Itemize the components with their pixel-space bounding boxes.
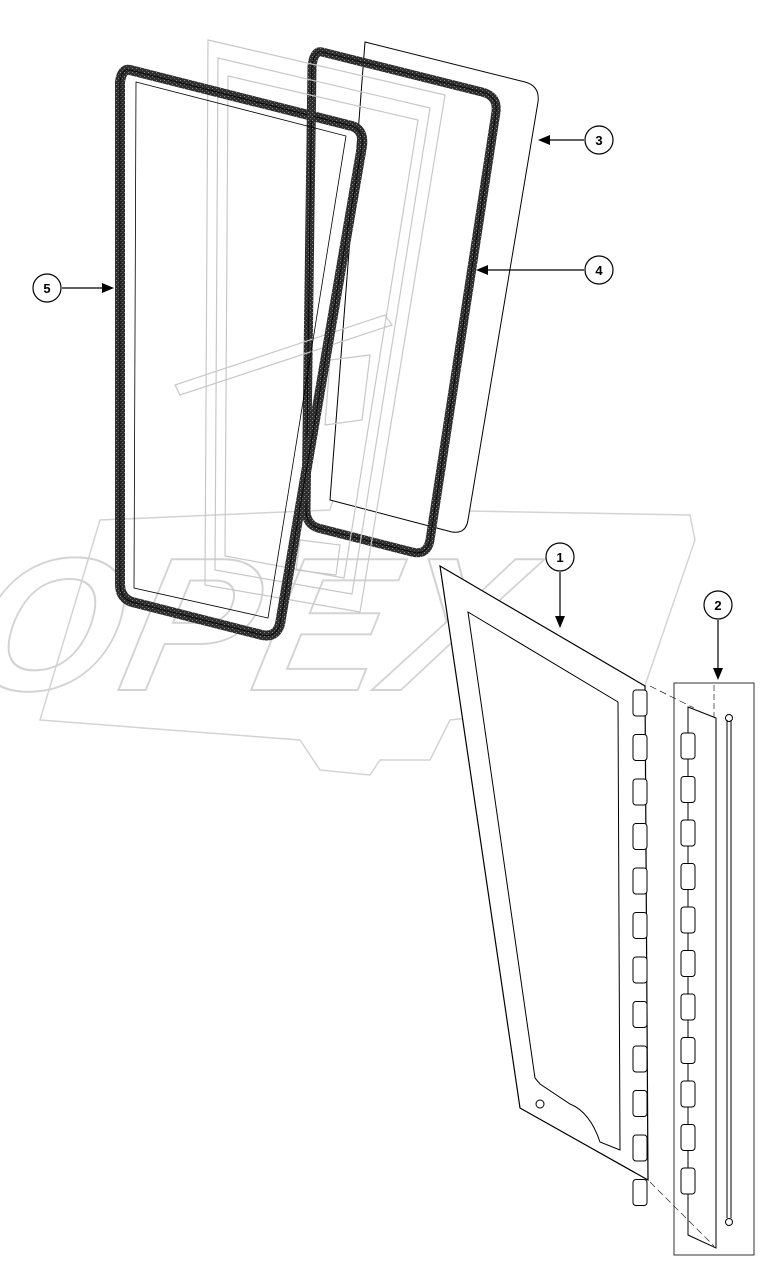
door-panel-knuckle xyxy=(632,1001,648,1028)
hinge-assembly-knuckle xyxy=(680,906,696,934)
door-panel-hinge-knuckles xyxy=(632,689,648,1206)
callout-2-label: 2 xyxy=(714,598,721,613)
hinge-assembly xyxy=(673,682,755,1256)
hinge-assembly-knuckle xyxy=(680,950,696,977)
callout-2: 2 xyxy=(703,590,733,680)
background-door-frame xyxy=(174,39,446,613)
door-panel xyxy=(439,564,649,1206)
door-panel-knuckle xyxy=(632,823,648,850)
hinge-assembly-knuckle xyxy=(680,863,696,890)
hinge-assembly-knuckle xyxy=(680,1037,696,1064)
hinge-assembly-box xyxy=(673,682,755,1256)
outer-glass-pane xyxy=(329,41,539,533)
door-panel-knuckle xyxy=(632,867,648,895)
door-panel-knuckle xyxy=(632,1179,648,1206)
callout-5: 5 xyxy=(32,273,114,303)
callout-5-label: 5 xyxy=(43,281,50,296)
door-panel-knuckle xyxy=(632,689,648,717)
door-panel-knuckle xyxy=(632,778,648,806)
alignment-lines xyxy=(649,685,715,1247)
hinge-assembly-knuckle xyxy=(680,732,696,760)
callout-3-label: 3 xyxy=(595,133,602,148)
inner-seal xyxy=(301,47,501,558)
hinge-assembly-knuckle xyxy=(680,993,696,1021)
hinge-assembly-knuckle xyxy=(680,819,696,847)
hinge-assembly-knuckles xyxy=(680,732,696,1195)
outer-seal xyxy=(115,64,368,641)
callout-4-label: 4 xyxy=(595,263,603,278)
door-panel-knuckle xyxy=(632,912,648,939)
callout-4: 4 xyxy=(476,255,614,285)
door-panel-knuckle xyxy=(632,734,648,761)
door-panel-knuckle xyxy=(632,1045,648,1073)
door-panel-knuckle xyxy=(632,1090,648,1117)
door-panel-knuckle xyxy=(632,956,648,984)
hinge-assembly-knuckle xyxy=(680,776,696,803)
door-panel-knuckle xyxy=(632,1134,648,1162)
hinge-assembly-knuckle xyxy=(680,1080,696,1108)
hinge-assembly-knuckle xyxy=(680,1124,696,1151)
callout-1: 1 xyxy=(545,542,575,628)
callout-1-label: 1 xyxy=(556,550,563,565)
hinge-assembly-knuckle xyxy=(680,1167,696,1195)
callout-3: 3 xyxy=(538,125,614,155)
